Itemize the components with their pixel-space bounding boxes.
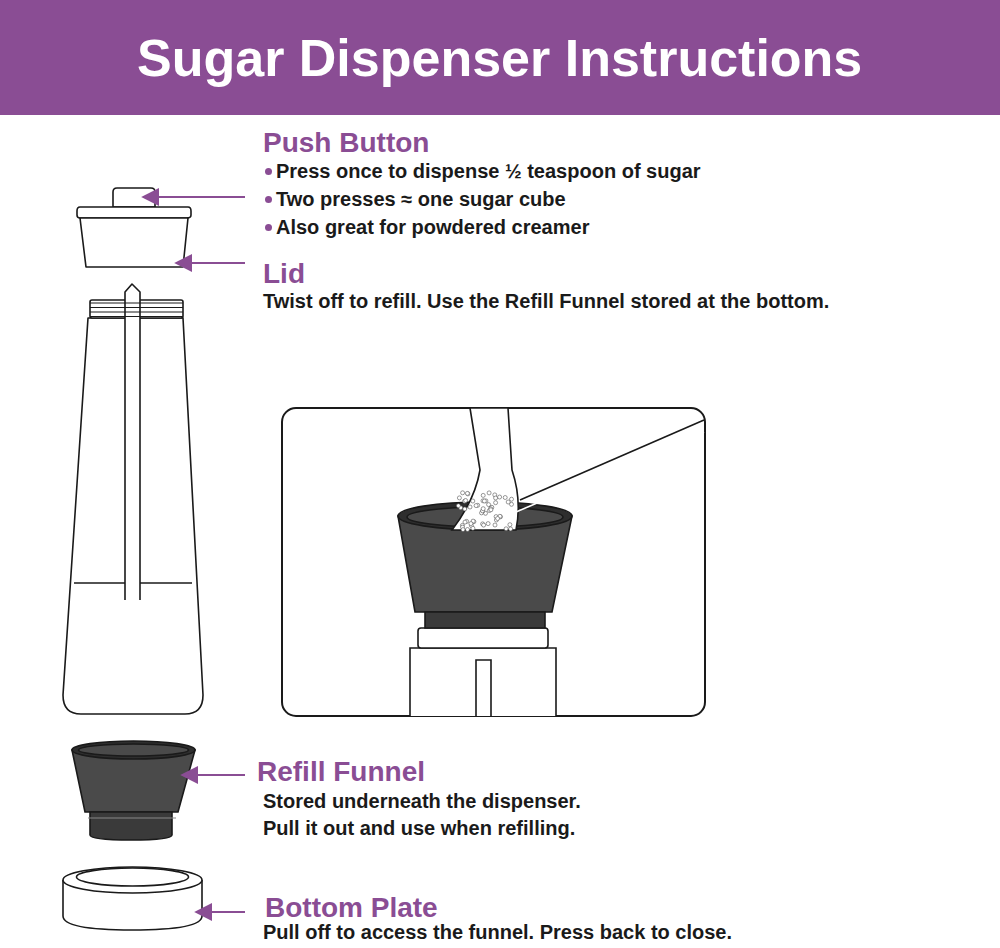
bullet-dot (265, 168, 272, 175)
instruction-text: Pull it out and use when refilling. (263, 817, 575, 840)
part-name: Push Button (263, 127, 429, 159)
bullet-dot (265, 224, 272, 231)
bullet-dot (265, 196, 272, 203)
instruction-bullet: Also great for powdered creamer (276, 216, 589, 239)
instruction-text: Pull off to access the funnel. Press bac… (263, 921, 732, 944)
instruction-bullet: Two presses ≈ one sugar cube (276, 188, 566, 211)
page-title: Sugar Dispenser Instructions (137, 28, 862, 88)
instruction-text: Stored underneath the dispenser. (263, 790, 581, 813)
part-name: Bottom Plate (265, 892, 438, 924)
part-name: Refill Funnel (257, 756, 425, 788)
part-name: Lid (263, 258, 305, 290)
instruction-text: Twist off to refill. Use the Refill Funn… (263, 290, 829, 313)
instruction-bullet: Press once to dispense ½ teaspoon of sug… (276, 160, 701, 183)
